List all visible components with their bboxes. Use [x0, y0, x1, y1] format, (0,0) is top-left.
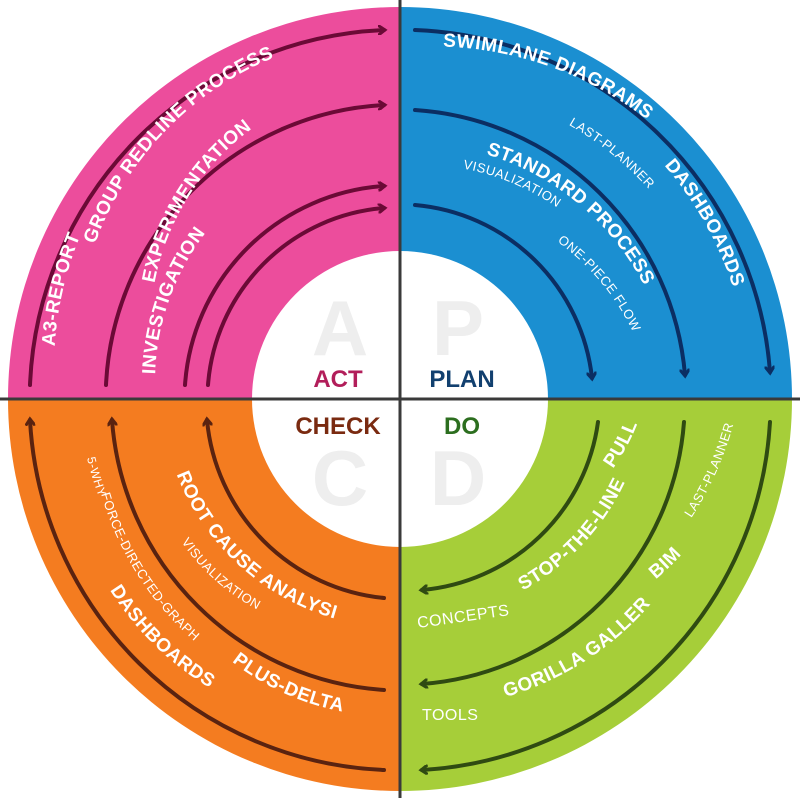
plan-center-label: PLAN [429, 366, 494, 393]
plan-arrow-2 [413, 108, 685, 375]
check-arrows [30, 420, 386, 772]
plan-arrow-outer [413, 28, 770, 372]
act-arrow-4 [206, 208, 384, 387]
do-arrow-3 [422, 420, 600, 590]
check-arrow-3 [207, 420, 386, 600]
act-arrows [28, 30, 384, 387]
act-center-label: ACT [313, 366, 363, 393]
do-label-tools: TOOLS [422, 707, 478, 724]
act-arrow-3 [183, 186, 384, 387]
do-arrows [422, 420, 772, 770]
act-ghost-letter: A [312, 284, 368, 372]
check-arrow-2 [112, 420, 386, 692]
act-arrow-outer [28, 30, 384, 387]
check-ghost-letter: C [312, 434, 368, 522]
check-center-label: CHECK [295, 413, 381, 440]
do-arrow-outer [422, 420, 772, 770]
do-center-label: DO [444, 413, 480, 440]
plan-arrows [413, 28, 770, 378]
plan-quadrant [400, 7, 792, 399]
check-quadrant [8, 399, 400, 791]
act-arrow-2 [104, 105, 384, 387]
do-quadrant [400, 399, 792, 791]
do-ghost-letter: D [430, 434, 486, 522]
act-quadrant [8, 7, 400, 399]
plan-arrow-3 [413, 203, 592, 378]
plan-ghost-letter: P [432, 284, 484, 372]
do-arrow-2 [422, 420, 686, 684]
check-arrow-outer [30, 420, 386, 772]
